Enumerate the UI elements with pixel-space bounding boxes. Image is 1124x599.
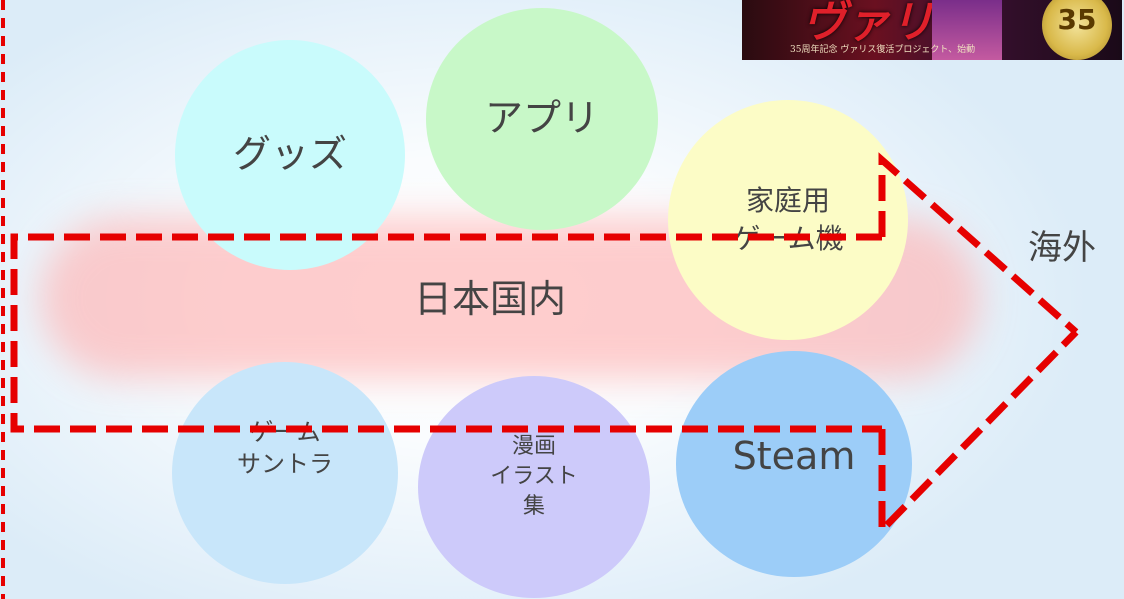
anniversary-badge: 35 — [1042, 0, 1112, 60]
japan-domestic-label: 日本国内 — [413, 277, 566, 321]
goods-circle: グッズ — [175, 40, 405, 270]
manga-art-label: 漫画 イラスト 集 — [490, 434, 578, 519]
app-label: アプリ — [484, 96, 599, 141]
manga-art-circle: 漫画 イラスト 集 — [418, 376, 650, 598]
japan-domestic-boundary — [10, 233, 882, 433]
overseas-boundary-top — [878, 152, 1079, 335]
overseas-label: 海外 — [1028, 228, 1096, 268]
banner-character — [932, 0, 1002, 60]
overseas-boundary-bottom — [878, 329, 1079, 539]
banner-subtitle: 35周年記念 ヴァリス復活プロジェクト、始動 — [790, 45, 976, 55]
anniversary-banner-image: ヴァリス 35 35周年記念 ヴァリス復活プロジェクト、始動 — [742, 0, 1122, 60]
goods-label: グッズ — [232, 132, 347, 177]
steam-label: Steam — [732, 434, 856, 479]
steam-circle: Steam — [676, 351, 912, 577]
app-circle: アプリ — [426, 8, 658, 230]
